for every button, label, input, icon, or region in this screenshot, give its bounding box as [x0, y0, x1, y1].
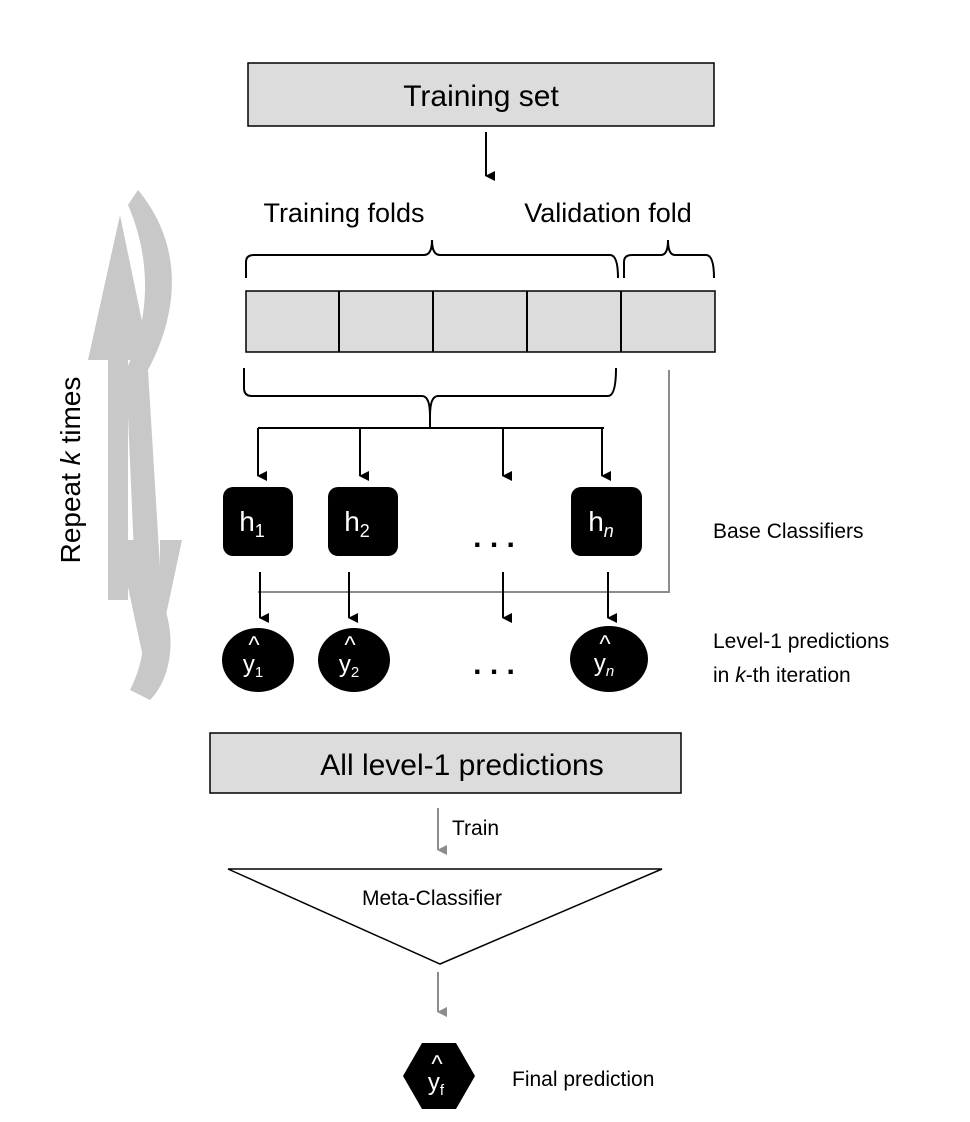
yn-base: y [594, 650, 606, 677]
train-label: Train [452, 817, 499, 840]
validation-fold-label: Validation fold [524, 198, 692, 228]
y1-sub: 1 [255, 664, 263, 681]
prediction-y2: ^ y2 [318, 628, 390, 692]
repeat-label: Repeat k times [55, 377, 86, 564]
svg-text:h2: h2 [344, 506, 370, 541]
meta-classifier-triangle [227, 868, 663, 965]
prediction-y1: ^ y1 [222, 628, 294, 692]
h1-base: h [239, 506, 255, 537]
training-set-label: Training set [403, 80, 559, 113]
classifier-h2: h2 [328, 487, 398, 556]
h2-base: h [344, 506, 360, 537]
validation-fold-brace [623, 239, 715, 279]
repeat-var: k [55, 449, 86, 465]
repeat-prefix: Repeat [55, 465, 86, 563]
meta-classifier-label: Meta-Classifier [362, 887, 502, 910]
training-folds-brace [245, 239, 619, 279]
training-folds-bottom-brace [243, 367, 617, 417]
final-prediction-hexagon: ^ yf [403, 1043, 475, 1109]
svg-text:yn: yn [594, 650, 614, 680]
all-predictions-label: All level-1 predictions [320, 749, 603, 782]
svg-text:y2: y2 [339, 651, 359, 681]
level1-label-line2: in k-th iteration [713, 664, 851, 687]
fold-strip [245, 290, 716, 353]
h1-sub: 1 [255, 521, 265, 541]
classifier-ellipsis: . . . [473, 521, 515, 554]
h2-sub: 2 [360, 521, 370, 541]
level1-l2-var: k [735, 664, 747, 687]
prediction-yn: ^ yn [570, 626, 648, 692]
hn-sub: n [604, 521, 614, 541]
y2-hat: ^ [344, 632, 356, 659]
level1-l2-prefix: in [713, 664, 735, 687]
hn-base: h [588, 506, 604, 537]
y2-base: y [339, 651, 351, 678]
training-set-box [247, 62, 715, 127]
yn-hat: ^ [599, 631, 611, 658]
base-classifiers-label: Base Classifiers [713, 520, 864, 543]
y1-hat: ^ [248, 632, 260, 659]
y2-sub: 2 [351, 664, 359, 681]
validation-feed-line [258, 370, 670, 593]
final-prediction-label: Final prediction [512, 1068, 654, 1091]
svg-text:yf: yf [428, 1069, 445, 1099]
classifier-hn: hn [571, 487, 642, 556]
final-base: y [428, 1069, 440, 1096]
prediction-ellipsis: . . . [473, 648, 515, 681]
training-folds-label: Training folds [263, 198, 424, 228]
svg-text:y1: y1 [243, 651, 263, 681]
repeat-suffix: times [55, 377, 86, 452]
classifier-h1: h1 [223, 487, 293, 556]
y1-base: y [243, 651, 255, 678]
final-sub: f [440, 1082, 445, 1099]
svg-text:h1: h1 [239, 506, 265, 541]
final-hat: ^ [431, 1051, 443, 1078]
svg-text:hn: hn [588, 506, 614, 541]
yn-sub: n [606, 663, 614, 680]
level1-label-line1: Level-1 predictions [713, 630, 889, 653]
repeat-loop-arrow [88, 190, 182, 700]
all-predictions-box [209, 732, 682, 794]
level1-l2-suffix: -th iteration [746, 664, 851, 687]
